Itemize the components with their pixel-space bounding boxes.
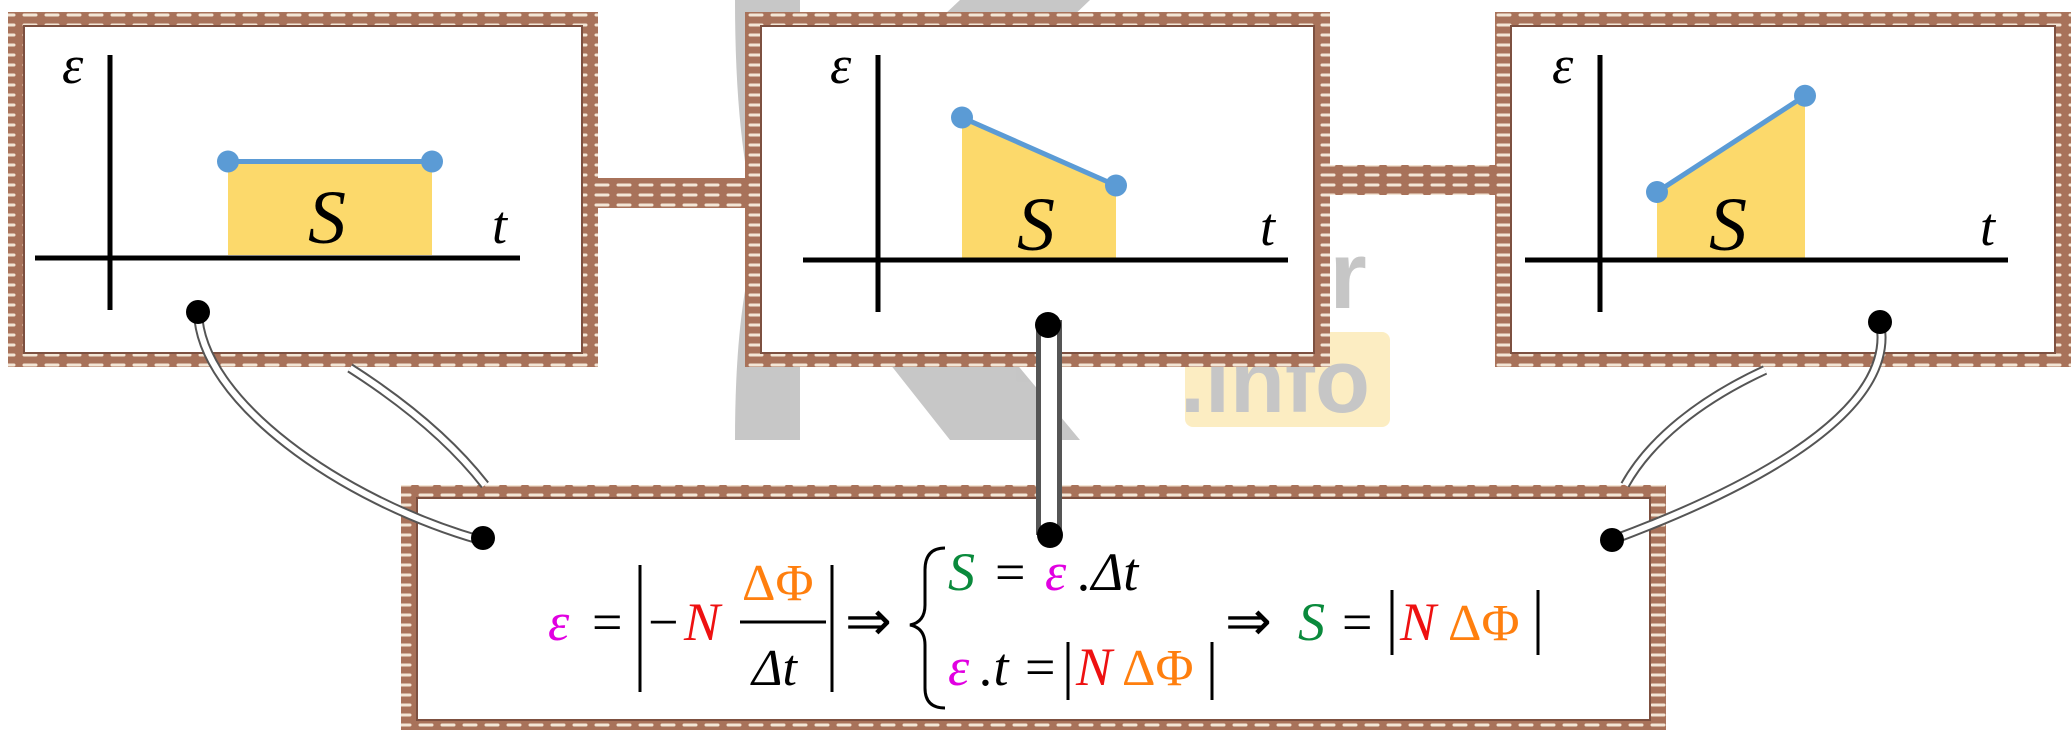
x-axis-label: t <box>1980 197 1997 257</box>
formula-epsilon-3: ε <box>948 637 970 697</box>
formula-equals-1: = <box>592 592 622 652</box>
emf-start-point <box>951 107 973 129</box>
x-axis-label: t <box>1260 197 1277 257</box>
connector-middle <box>1035 312 1063 548</box>
graph-panel-right: ε t S <box>1495 12 2071 367</box>
area-label: S <box>1017 183 1055 267</box>
graph-panel-left: ε t S <box>8 12 598 367</box>
formula-equals-4: = <box>1342 592 1372 652</box>
formula-S-1: S <box>948 542 975 602</box>
y-axis-label: ε <box>830 35 852 95</box>
formula-delta-t-denominator: Δt <box>750 640 799 697</box>
x-axis-label: t <box>492 195 509 255</box>
formula-S-2: S <box>1298 592 1325 652</box>
graph-panel-middle: ε t S <box>745 12 1330 367</box>
emf-end-point <box>1105 175 1127 197</box>
emf-start-point <box>217 151 239 173</box>
y-axis-label: ε <box>62 35 84 95</box>
formula-implies-1: ⇒ <box>845 591 892 653</box>
formula-epsilon: ε <box>548 592 570 652</box>
formula-dot-delta-t: .Δt <box>1078 542 1140 602</box>
emf-end-point <box>1794 85 1816 107</box>
emf-start-point <box>1646 181 1668 203</box>
formula-equals-3: = <box>1025 637 1055 697</box>
area-label: S <box>1709 183 1747 267</box>
formula-delta-phi-3: ΔΦ <box>1448 595 1519 652</box>
formula-N-1: N <box>683 592 723 652</box>
strap-left-middle <box>590 178 750 208</box>
formula-equals-2: = <box>995 542 1025 602</box>
formula-N-2: N <box>1075 637 1115 697</box>
formula-dot-t: .t <box>980 637 1011 697</box>
y-axis-label: ε <box>1552 35 1574 95</box>
emf-end-point <box>421 151 443 173</box>
formula-delta-phi-numerator: ΔΦ <box>742 555 813 612</box>
formula-N-3: N <box>1399 592 1439 652</box>
formula-implies-2: ⇒ <box>1225 591 1272 653</box>
formula-epsilon-2: ε <box>1045 542 1067 602</box>
area-label: S <box>308 176 346 260</box>
formula-minus: − <box>648 592 678 652</box>
strap-middle-right <box>1325 165 1500 195</box>
formula-delta-phi-2: ΔΦ <box>1122 640 1193 697</box>
